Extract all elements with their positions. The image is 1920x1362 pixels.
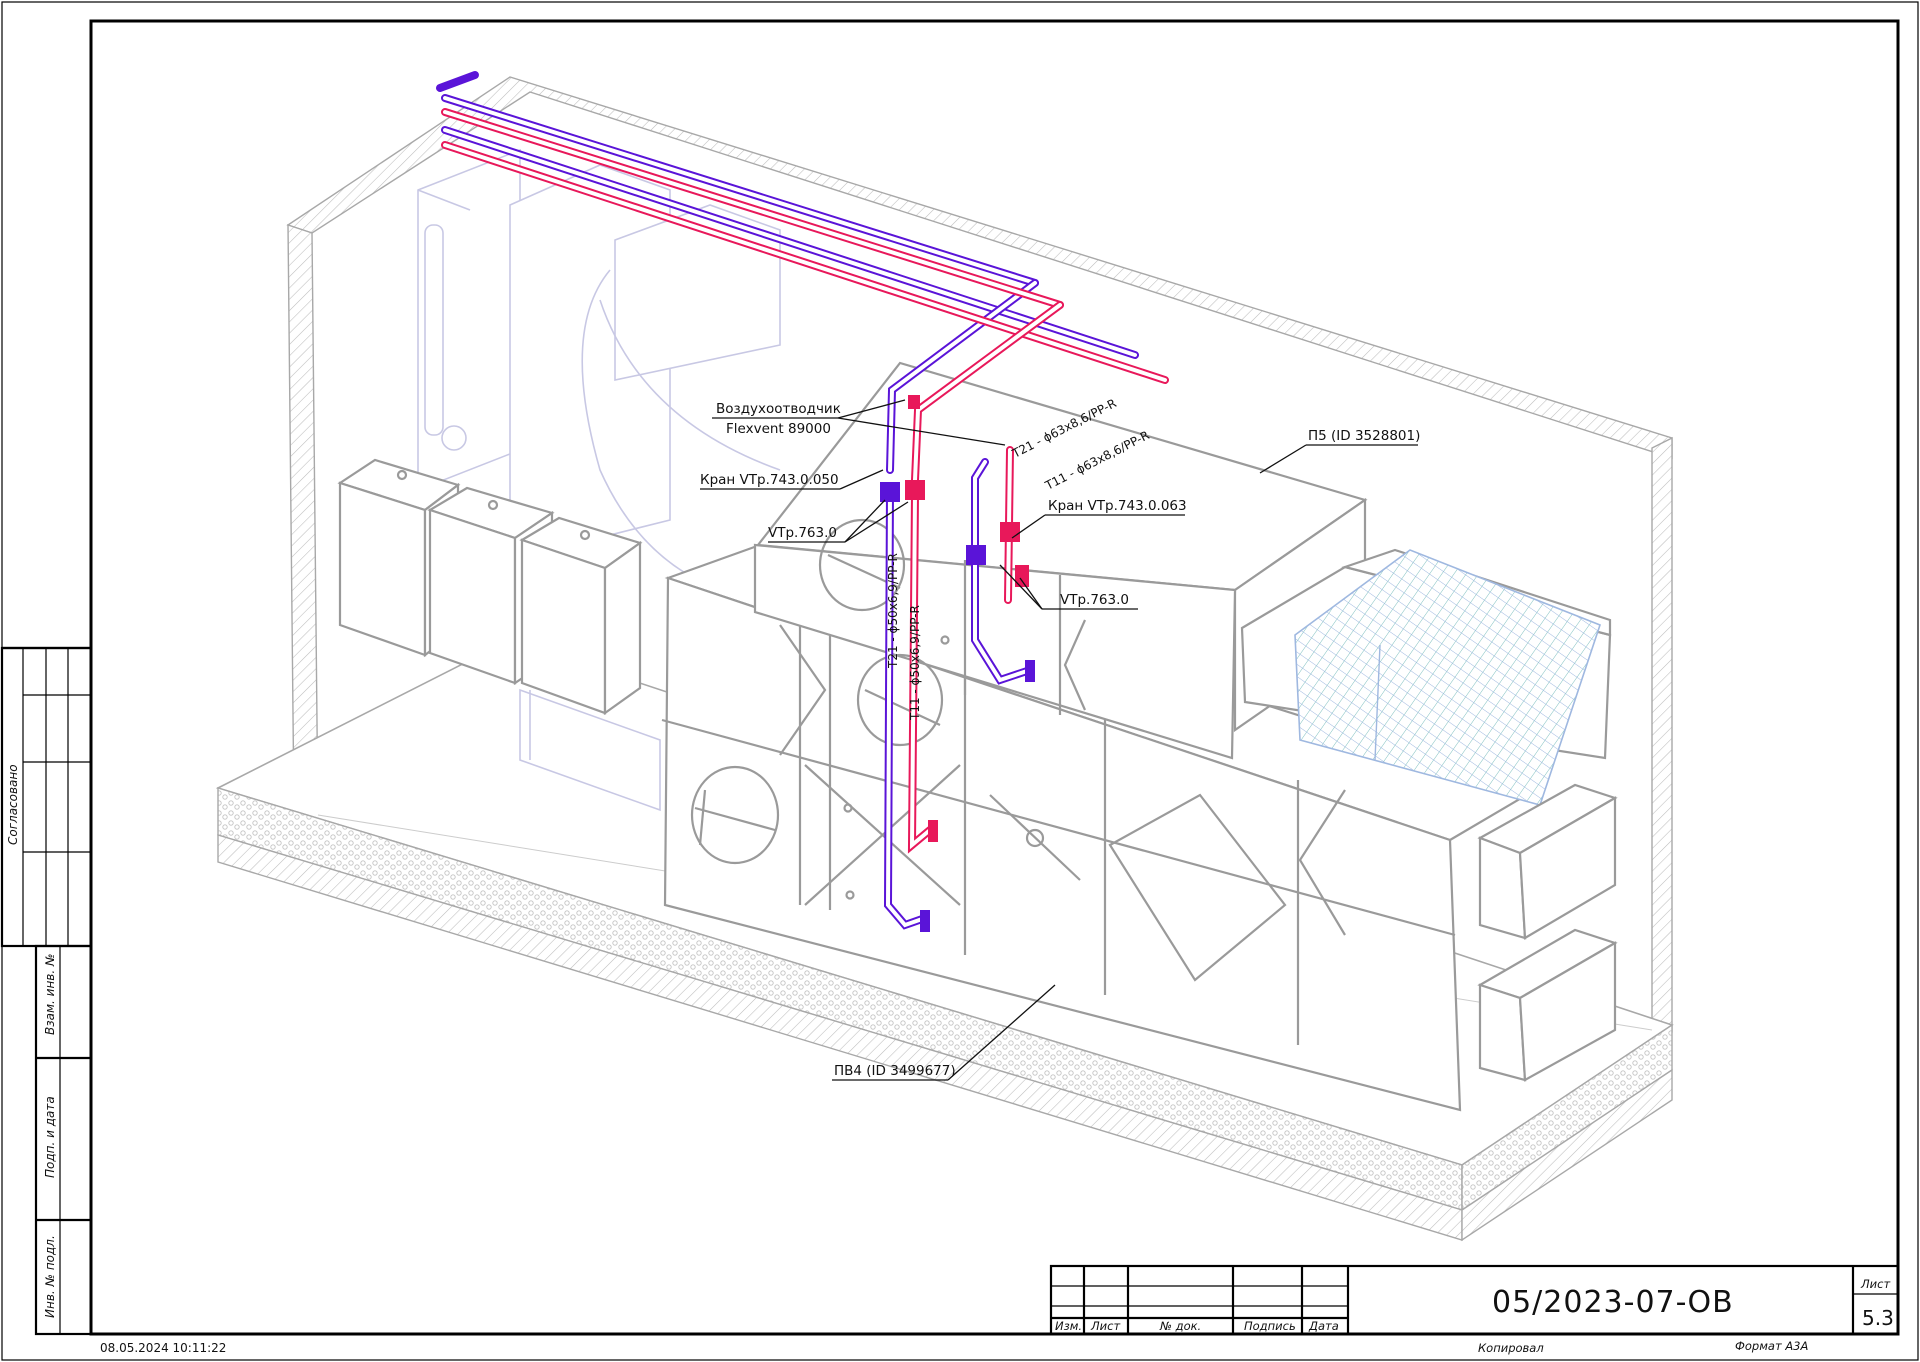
tb-col-list: Лист: [1090, 1319, 1120, 1333]
pipe-t11-supply: [441, 108, 1169, 854]
unit-pv4-label: ПВ4 (ID 3499677): [834, 1063, 956, 1079]
side-stamp: Согласовано Взам. инв. № Подп. и дата Ин…: [0, 646, 93, 1336]
sheet-number: 5.3: [1862, 1306, 1894, 1330]
format-label: Формат А3А: [1735, 1339, 1808, 1353]
pipe-t21-riser-label: T21 - ϕ50x6,9/PP-R: [886, 553, 900, 669]
sheet-label: Лист: [1860, 1277, 1890, 1291]
title-block: Изм. Лист № док. Подпись Дата 05/2023-07…: [1049, 1264, 1900, 1355]
pipe-t11-riser-label: T11 - ϕ50x6,9/PP-R: [908, 605, 922, 721]
copied-label: Копировал: [1478, 1341, 1544, 1355]
stamp-replaces-inv: Взам. инв. №: [43, 954, 57, 1035]
stamp-sign-date: Подп. и дата: [43, 1096, 57, 1178]
valve-left-label: Кран VTp.743.0.050: [700, 472, 839, 488]
tb-col-doc: № док.: [1159, 1319, 1201, 1333]
air-vent-label-1: Воздухоотводчик: [716, 401, 841, 417]
pipe-t21-return: [436, 71, 1139, 932]
ahu-p5: [753, 361, 1618, 1082]
print-timestamp: 08.05.2024 10:11:22: [100, 1341, 226, 1355]
stamp-inv-original: Инв. № подл.: [43, 1235, 57, 1318]
tb-col-date: Дата: [1308, 1319, 1339, 1333]
valve-left-fitting-label: VTp.763.0: [768, 525, 837, 541]
document-code: 05/2023-07-ОВ: [1492, 1285, 1734, 1320]
electrical-cabinets: [337, 458, 643, 716]
unit-p5-label: П5 (ID 3528801): [1308, 428, 1420, 444]
stamp-agreed: Согласовано: [6, 764, 20, 845]
tb-col-sign: Подпись: [1244, 1319, 1296, 1333]
valve-right-label: Кран VTp.743.0.063: [1048, 498, 1187, 514]
background-equipment: [417, 148, 781, 812]
air-vent-label-2: Flexvent 89000: [726, 421, 831, 437]
tb-col-izm: Изм.: [1055, 1319, 1082, 1333]
grille: [1294, 549, 1601, 806]
valve-right-fitting-label: VTp.763.0: [1060, 592, 1129, 608]
